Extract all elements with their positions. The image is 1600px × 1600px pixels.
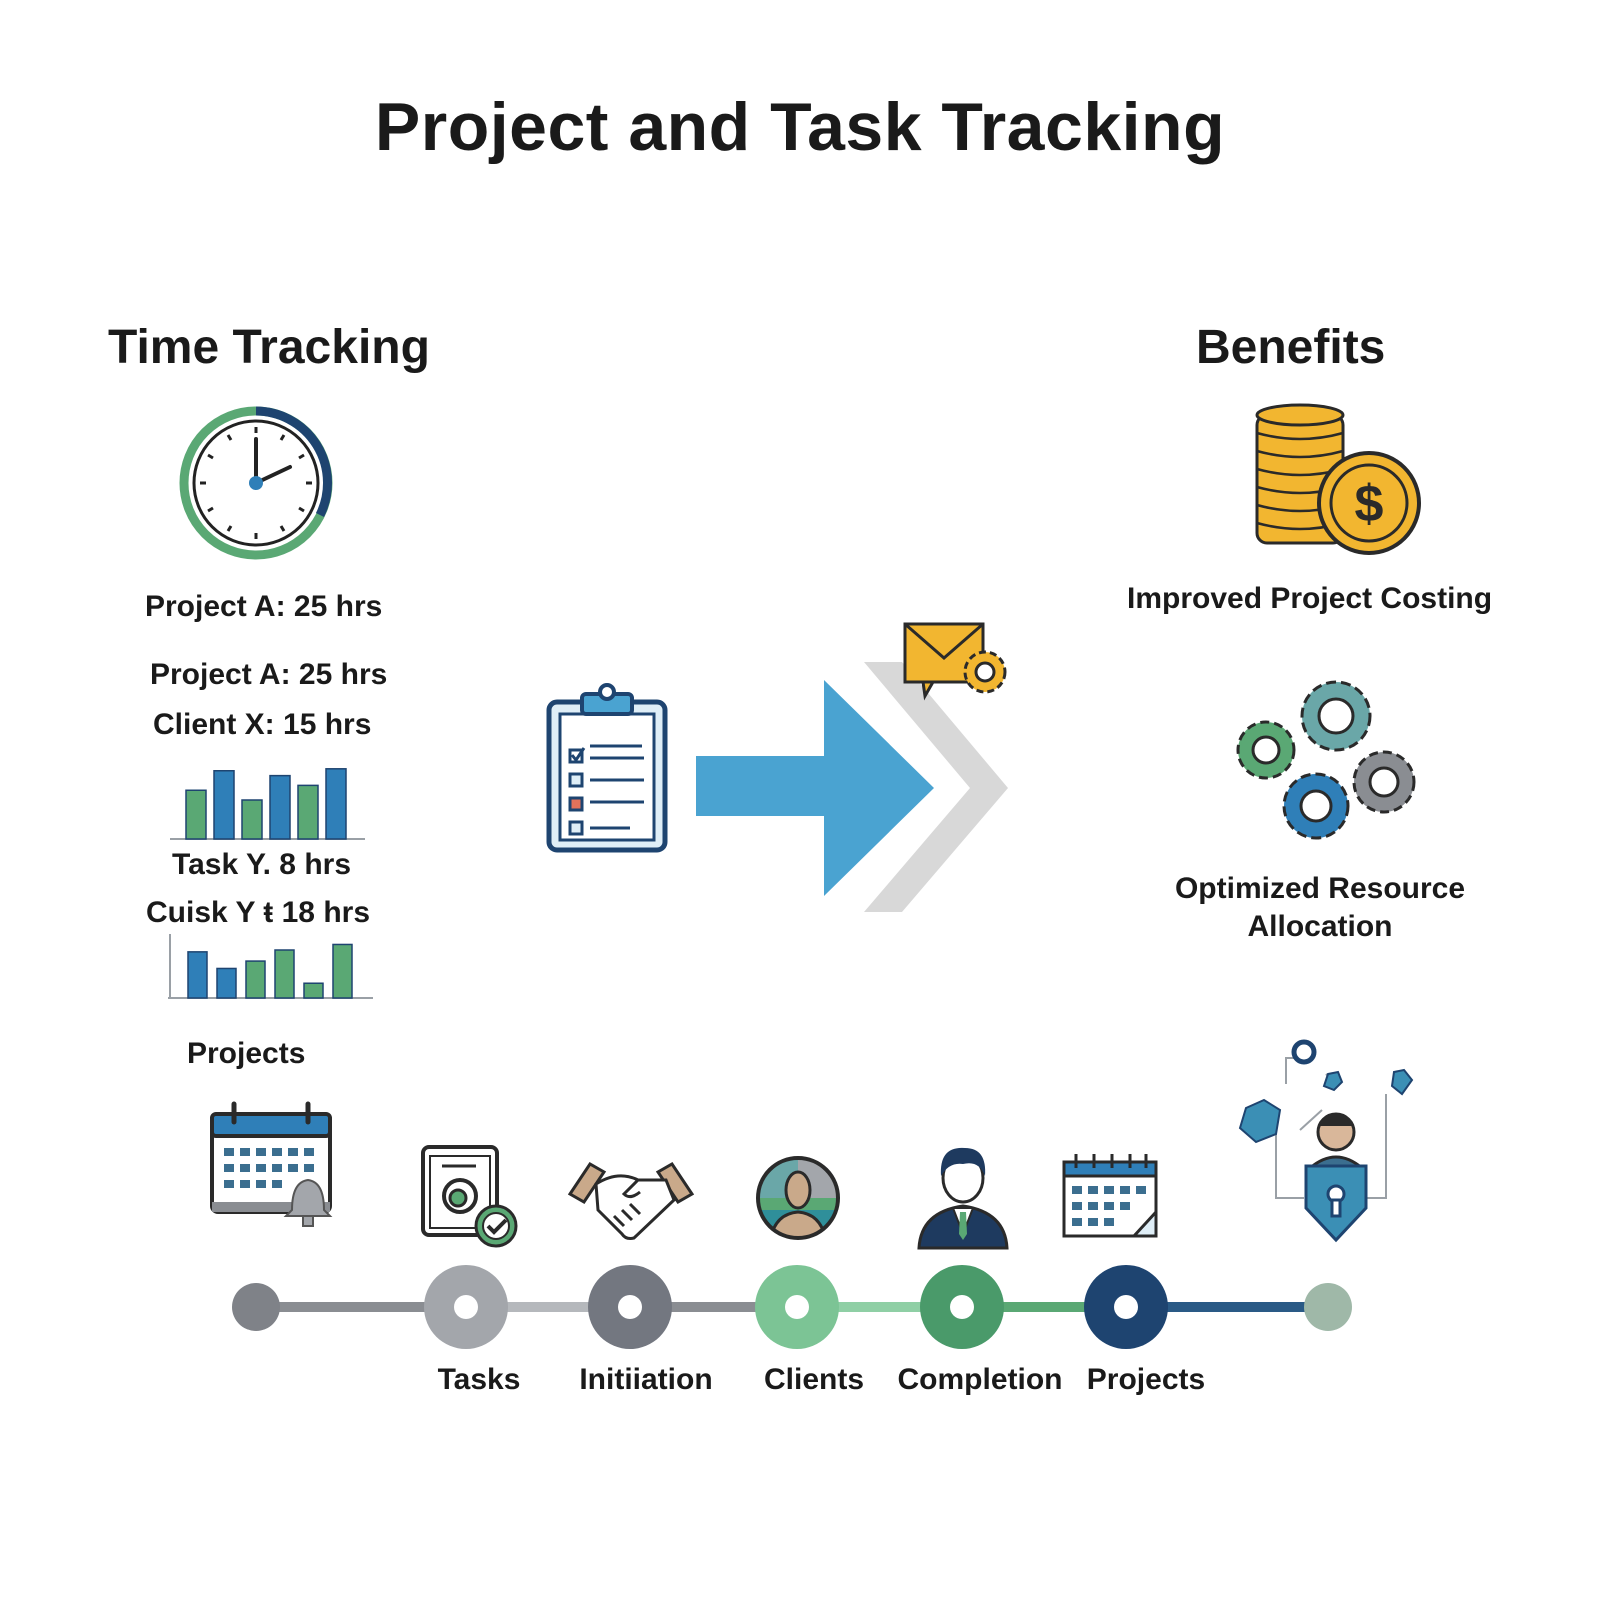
calendar-bell-icon [210, 1101, 333, 1227]
coins-icon: $ [1255, 403, 1421, 555]
timeline-label-projects: Projects [1086, 1363, 1206, 1396]
mini-chart-bar [297, 784, 319, 840]
time-entry-5: Cuisk Y ŧ 18 hrs [146, 896, 371, 929]
mini-chart-bar [325, 768, 347, 840]
mini-chart-bar [332, 943, 353, 999]
time-entry-3: Client X: 15 hrs [153, 708, 372, 741]
clipboard-checklist-icon [546, 683, 668, 853]
timeline-node-center [785, 1295, 809, 1319]
timeline-node-center [618, 1295, 642, 1319]
mini-chart-bar [216, 967, 237, 999]
page-title: Project and Task Tracking [374, 89, 1226, 165]
time-entry-1: Project A: 25 hrs [145, 590, 383, 623]
svg-text:$: $ [1355, 475, 1384, 533]
timeline-start-node [232, 1283, 280, 1331]
client-avatar-icon [756, 1156, 840, 1240]
task-checklist-icon [421, 1145, 518, 1248]
benefits-heading: Benefits [1196, 321, 1386, 374]
timeline [232, 1265, 1352, 1349]
time-entry-2: Project A: 25 hrs [150, 658, 388, 691]
mini-bar-chart-1 [170, 768, 365, 840]
mini-chart-bar [274, 949, 295, 999]
projects-label: Projects [187, 1037, 306, 1070]
timeline-label-clients: Clients [763, 1363, 865, 1396]
time-tracking-heading: Time Tracking [108, 321, 430, 374]
progress-arrow [696, 662, 1008, 912]
mini-chart-bar [241, 799, 263, 840]
businessman-icon [917, 1147, 1009, 1250]
timeline-node-center [1114, 1295, 1138, 1319]
timeline-label-initiation: Initiiation [579, 1363, 713, 1396]
timeline-node-center [950, 1295, 974, 1319]
mini-chart-bar [185, 789, 207, 840]
timeline-label-tasks: Tasks [437, 1363, 521, 1396]
timeline-end-node [1304, 1283, 1352, 1331]
mini-chart-bar [187, 951, 208, 999]
benefit-label-resource-1: Optimized Resource [1174, 872, 1466, 905]
benefit-label-costing: Improved Project Costing [1127, 582, 1493, 615]
benefit-label-resource-2: Allocation [1247, 910, 1393, 943]
clock-icon [179, 406, 333, 560]
user-network-icon [1238, 1039, 1414, 1243]
timeline-node-center [454, 1295, 478, 1319]
timeline-label-completion: Completion [897, 1363, 1063, 1396]
calendar-icon [1062, 1154, 1158, 1238]
time-entry-4: Task Y. 8 hrs [172, 848, 352, 881]
mail-settings-icon [903, 622, 1007, 701]
mini-chart-bar [245, 960, 266, 999]
gears-icon [1236, 680, 1416, 840]
mini-bar-chart-2 [168, 934, 373, 999]
mini-chart-bar [213, 770, 235, 840]
handshake-icon [567, 1162, 695, 1240]
mini-chart-bar [269, 774, 291, 840]
mini-chart-bar [303, 982, 324, 999]
